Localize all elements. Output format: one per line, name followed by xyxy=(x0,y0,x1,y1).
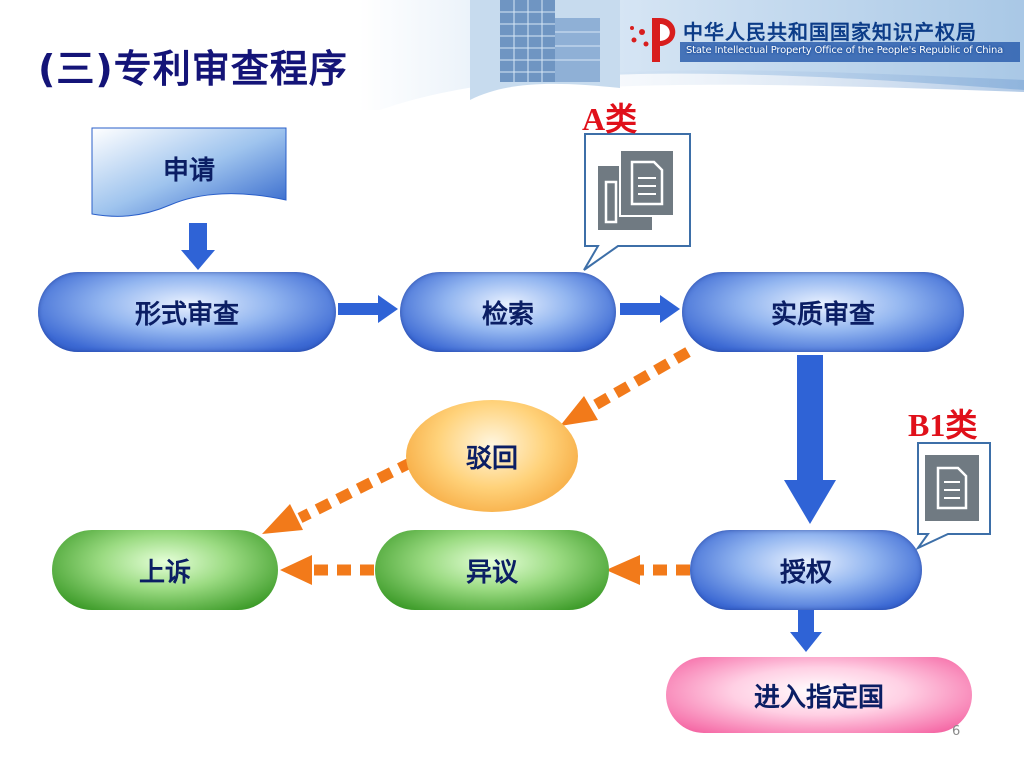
callout-a-label: A类 xyxy=(582,101,638,137)
node-jinru-zhidingguo: 进入指定国 xyxy=(666,657,972,733)
node-shenqing: 申请 xyxy=(162,156,215,186)
page-number: 6 xyxy=(952,724,961,739)
org-name-cn: 中华人民共和国国家知识产权局 xyxy=(683,20,977,44)
arrow-down-shenqing xyxy=(181,223,215,270)
document-icon xyxy=(925,455,979,521)
node-yiyi: 异议 xyxy=(375,530,609,610)
page-title: (三)专利审查程序 xyxy=(38,47,348,91)
node-shangsu: 上诉 xyxy=(52,530,278,610)
arrow-down-shouquan xyxy=(784,355,836,524)
org-name-en: State Intellectual Property Office of th… xyxy=(686,45,1004,56)
arrow-down-jinru xyxy=(790,608,822,652)
callout-b1-label: B1类 xyxy=(908,407,978,443)
node-xingshi-shencha: 形式审查 xyxy=(38,272,336,352)
arrow-dotted-yiyi-to-shangsu xyxy=(280,555,374,585)
arrow-right-2 xyxy=(620,295,680,323)
arrow-dotted-to-shangsu xyxy=(262,457,415,534)
documents-icon xyxy=(598,149,675,230)
node-shouquan: 授权 xyxy=(690,530,922,610)
node-shizhi-shencha: 实质审查 xyxy=(682,272,964,352)
node-bohui: 驳回 xyxy=(406,400,578,512)
sipo-logo-icon xyxy=(630,18,1020,62)
arrow-dotted-to-bohui xyxy=(560,347,691,426)
arrow-dotted-shouquan-to-yiyi xyxy=(606,555,690,585)
arrow-right-1 xyxy=(338,295,398,323)
building-photo xyxy=(470,0,620,100)
node-jiansuo: 检索 xyxy=(400,272,616,352)
application-document-shape xyxy=(91,127,287,217)
